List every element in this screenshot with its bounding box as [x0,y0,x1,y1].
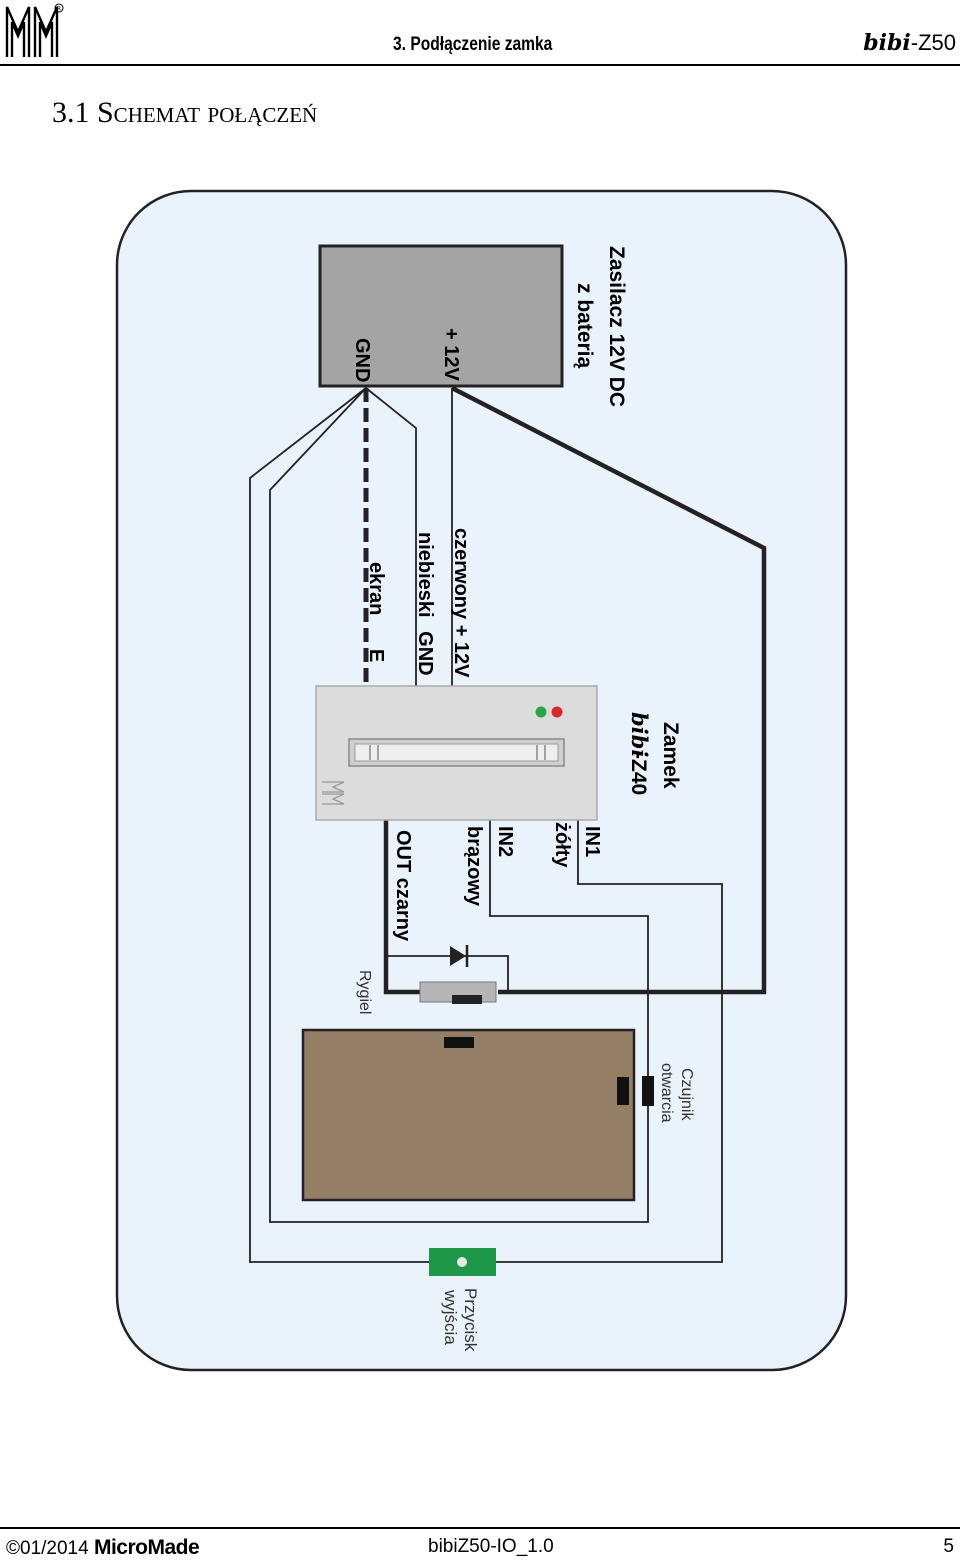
page-title: 3.1 Schemat połączeń [52,96,317,130]
lock-model: -Z40 [627,752,650,795]
svg-text:R: R [57,6,61,13]
brand-bibi: bibi [863,30,911,56]
title-text: Schemat połączeń [97,96,318,129]
door [301,1028,636,1202]
psu-gnd-label: GND [351,338,373,382]
micromade-logo: R [4,2,64,65]
door-magnet [617,1077,629,1105]
sensor-label-line2: otwarcia [658,1063,675,1123]
wire-diode-loop [386,955,509,992]
psu-label-line1: Zasilacz 12V DC [605,246,628,407]
psu-label-line2: z baterią [573,283,596,369]
footer-doc-id: bibiZ50-IO_1.0 [428,1536,554,1557]
wire-blue-gnd [365,387,417,686]
sensor-label-line1: Czujnik [678,1068,695,1121]
button-label-line2: wyjścia [441,1289,460,1345]
wire-gnd-sensor [269,387,649,1223]
section-title: 3. Podłączenie zamka [393,34,553,55]
header-rule [0,64,960,66]
led-red-icon [551,706,563,718]
psu-12v-label: + 12V [440,328,462,381]
wire-blue-label: niebieski GND [414,532,436,676]
footer-copyright: ©01/2014 MicroMade [6,1536,200,1560]
brand: bibi-Z50 [863,30,956,56]
wire-out-black [383,820,420,995]
door-strike [444,1037,474,1048]
wire-gnd-button [249,387,430,1263]
exit-button-dot-icon [457,1257,467,1267]
button-label-line1: Przycisk [461,1288,480,1352]
wire-in2 [489,820,649,1076]
footer-company: MicroMade [93,1536,200,1559]
out-label: OUT czarny [392,830,414,942]
wire-screen-label: ekran E [365,562,387,662]
bolt-tongue [452,995,482,1004]
title-number: 3.1 [52,96,97,129]
in1-color-label: żółty [551,822,573,868]
lock-logo-icon [322,781,345,805]
sensor-reed [642,1076,654,1106]
wire-power-loop [450,385,767,995]
in1-label: IN1 [581,826,603,857]
brand-model: -Z50 [910,30,956,55]
wire-red-label: czerwony + 12V [450,528,472,678]
psu-box [318,244,564,388]
lock-label: Zamek [659,722,682,789]
footer-copyright-text: ©01/2014 [6,1538,94,1559]
lock-model-bibi: bibi [627,712,652,757]
lock-device [315,685,598,821]
bolt-label: Rygiel [356,970,373,1014]
footer-rule [0,1527,960,1529]
in2-color-label: brązowy [463,826,485,907]
diode-icon [450,945,469,967]
footer-page-number: 5 [943,1536,954,1557]
in2-label: IN2 [494,826,516,857]
wire-in1 [496,820,723,1263]
led-green-icon [535,706,547,718]
